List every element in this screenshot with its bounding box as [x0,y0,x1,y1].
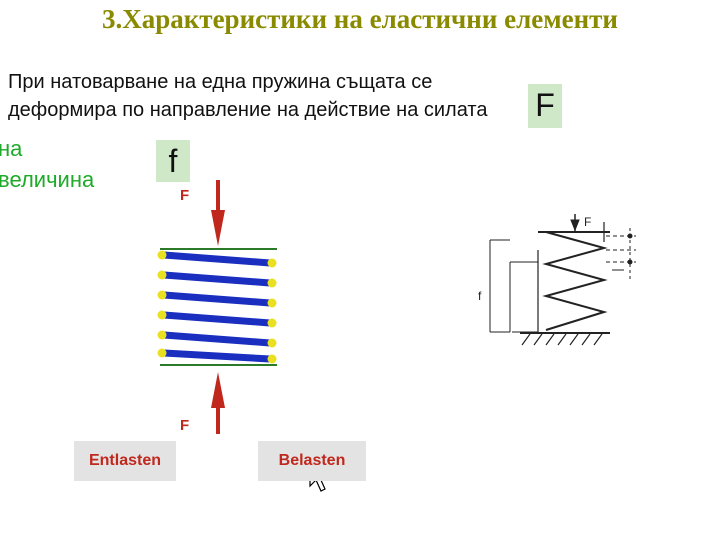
force-label-top: F [180,187,189,204]
load-button[interactable]: Belasten [258,441,366,481]
spring-coils [157,250,277,364]
diagram-force-label: F [584,215,591,229]
symbol-deflection-f: f [156,140,190,182]
spring-diagram: F f [478,214,636,346]
force-label-bottom: F [180,417,189,434]
green-word-2: величина [0,167,95,192]
arrow-top-head [211,210,225,246]
green-word-1: на [0,136,23,161]
arrow-bottom-head [211,372,225,408]
slide-title: 3.Характеристики на еластични елементи [101,4,618,34]
unload-button[interactable]: Entlasten [74,441,176,481]
intro-text: При натоварване на една пружина същата с… [8,68,487,124]
intro-line-2: деформира по направление на действие на … [8,99,488,121]
intro-line-1: При натоварване на една пружина същата с… [8,71,433,93]
symbol-force-F: F [528,84,562,128]
diagram-side-label: f [478,289,482,303]
spring-animation: F F [157,180,277,434]
